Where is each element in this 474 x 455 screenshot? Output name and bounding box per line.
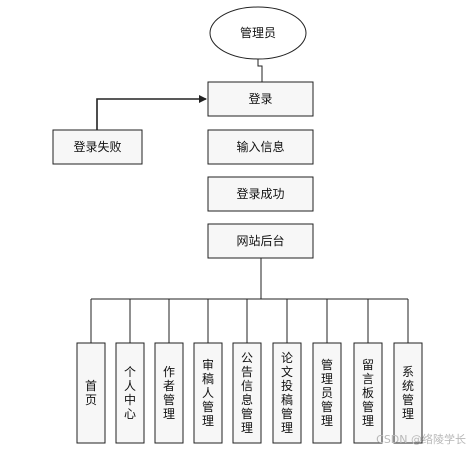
module-label: 论文投稿管理	[280, 351, 293, 435]
module-label: 留言板管理	[361, 358, 374, 428]
module-label: 管理员管理	[320, 358, 333, 428]
module-box-shape	[393, 342, 423, 444]
module-label: 审稿人管理	[201, 358, 214, 428]
module-box-shape	[115, 342, 145, 444]
login-failed-box-label: 登录失败	[73, 140, 122, 154]
module-label: 首页	[84, 379, 97, 407]
module-box-shape	[232, 342, 262, 444]
login-box-shape	[207, 81, 314, 117]
login-success-box-shape	[207, 176, 314, 212]
module-box-shape	[353, 342, 383, 444]
module-boxes	[76, 299, 423, 444]
login-box-label: 登录	[248, 92, 273, 106]
module-label: 个人中心	[123, 365, 136, 421]
module-box-shape	[193, 342, 223, 444]
input-info-box-label: 输入信息	[236, 140, 285, 154]
login-success-box-label: 登录成功	[236, 187, 285, 201]
watermark: CSDN @络陵学长	[376, 433, 466, 446]
module-box-shape	[76, 342, 106, 444]
admin-node-label: 管理员	[239, 26, 276, 40]
login-failed-box-shape	[52, 129, 143, 165]
module-label: 作者管理	[162, 365, 175, 421]
module-box-shape	[154, 342, 184, 444]
failed-to-login-arrow	[96, 95, 207, 130]
backend-box-label: 网站后台	[236, 234, 285, 248]
module-box-shape	[272, 342, 302, 444]
admin-to-login-connector	[257, 59, 263, 82]
input-info-box-shape	[207, 129, 314, 165]
module-box-shape	[312, 342, 342, 444]
module-label: 公告信息管理	[240, 351, 253, 435]
module-label: 系统管理	[401, 365, 414, 421]
